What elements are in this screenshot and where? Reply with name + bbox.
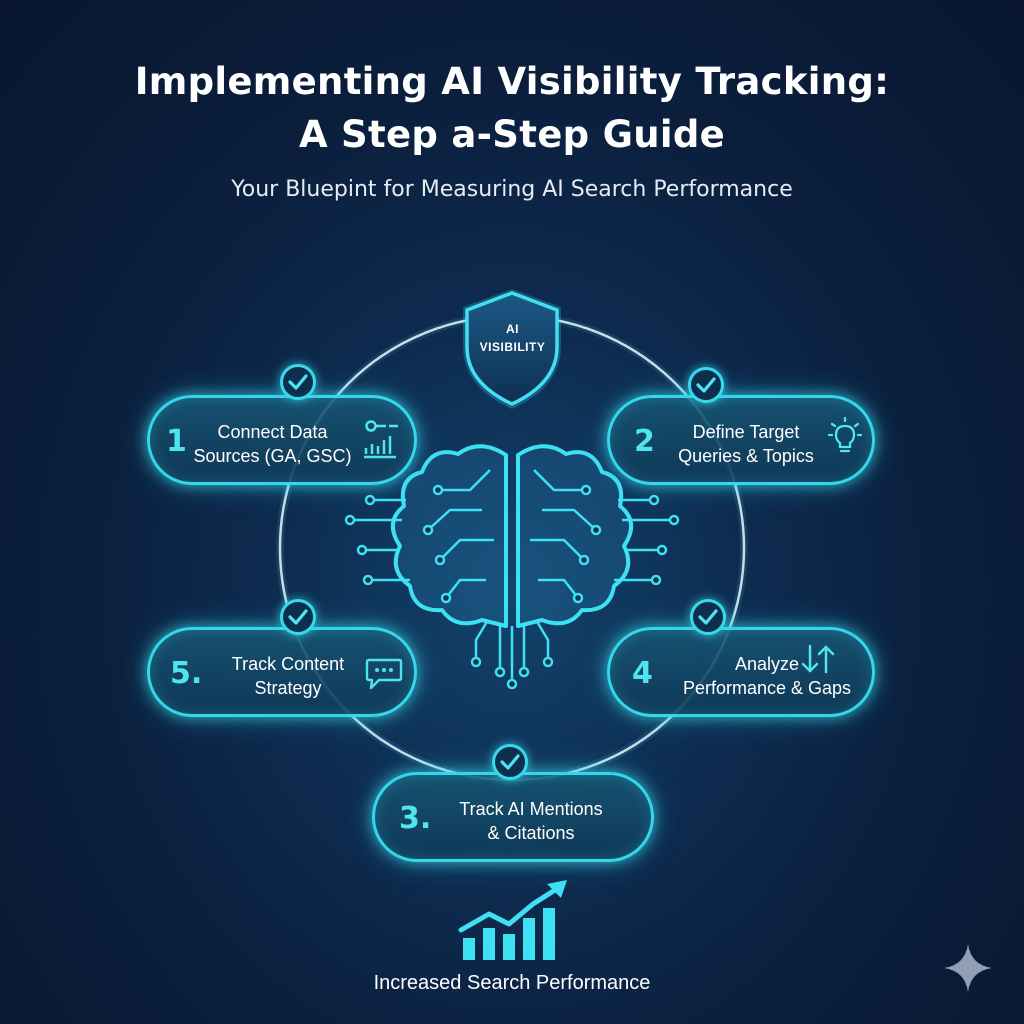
step-3-number: 3. [399, 801, 432, 836]
growth-bar-chart-icon [458, 880, 567, 960]
step-2-card[interactable]: 2 Define Target Queries & Topics [607, 395, 875, 485]
step-1-number: 1 [166, 424, 187, 459]
step-2-check-icon [688, 367, 724, 403]
shield-label-line-1: AI [506, 322, 519, 336]
step-4-label-line-2: Performance & Gaps [682, 678, 852, 698]
step-1-card[interactable]: 1 Connect Data Sources (GA, GSC) [147, 395, 417, 485]
shield-icon [463, 289, 561, 409]
title-line-1: Implementing AI Visibility Tracking: [134, 60, 890, 103]
step-3-card[interactable]: 3. Track AI Mentions & Citations [372, 772, 654, 862]
step-1-check-icon [280, 364, 316, 400]
shield-label-line-2: VISIBILITY [479, 340, 546, 354]
step-1-label-line-1: Connect Data [217, 422, 328, 442]
title-line-2: A Step a-Step Guide [298, 113, 726, 156]
step-5-card[interactable]: 5. Track Content Strategy [147, 627, 417, 717]
data-source-chart-icon [364, 420, 398, 459]
circuit-brain-icon [344, 444, 680, 690]
step-2-label-line-1: Define Target [692, 422, 800, 442]
step-5-label-line-1: Track Content [231, 654, 345, 674]
step-5-label-line-2: Strategy [254, 678, 322, 698]
up-down-arrows-icon [801, 644, 835, 674]
step-4-check-icon [690, 599, 726, 635]
subtitle: Your Bluepint for Measuring AI Search Pe… [231, 177, 793, 202]
step-1-label-line-2: Sources (GA, GSC) [193, 446, 352, 466]
step-4-number: 4 [632, 656, 653, 691]
sparkle-icon [944, 944, 992, 992]
step-3-label-line-2: & Citations [487, 823, 575, 843]
step-2-number: 2 [634, 424, 655, 459]
step-4-card[interactable]: 4 Analyze Performance & Gaps [607, 627, 875, 717]
chat-bubble-icon [365, 658, 403, 690]
step-5-number: 5. [170, 656, 203, 691]
step-3-label-line-1: Track AI Mentions [459, 799, 603, 819]
step-2-label-line-2: Queries & Topics [678, 446, 814, 466]
step-4-label-line-1: Analyze [734, 654, 800, 674]
step-3-check-icon [492, 744, 528, 780]
step-5-check-icon [280, 599, 316, 635]
result-label: Increased Search Performance [373, 972, 651, 994]
lightbulb-icon [828, 416, 862, 453]
